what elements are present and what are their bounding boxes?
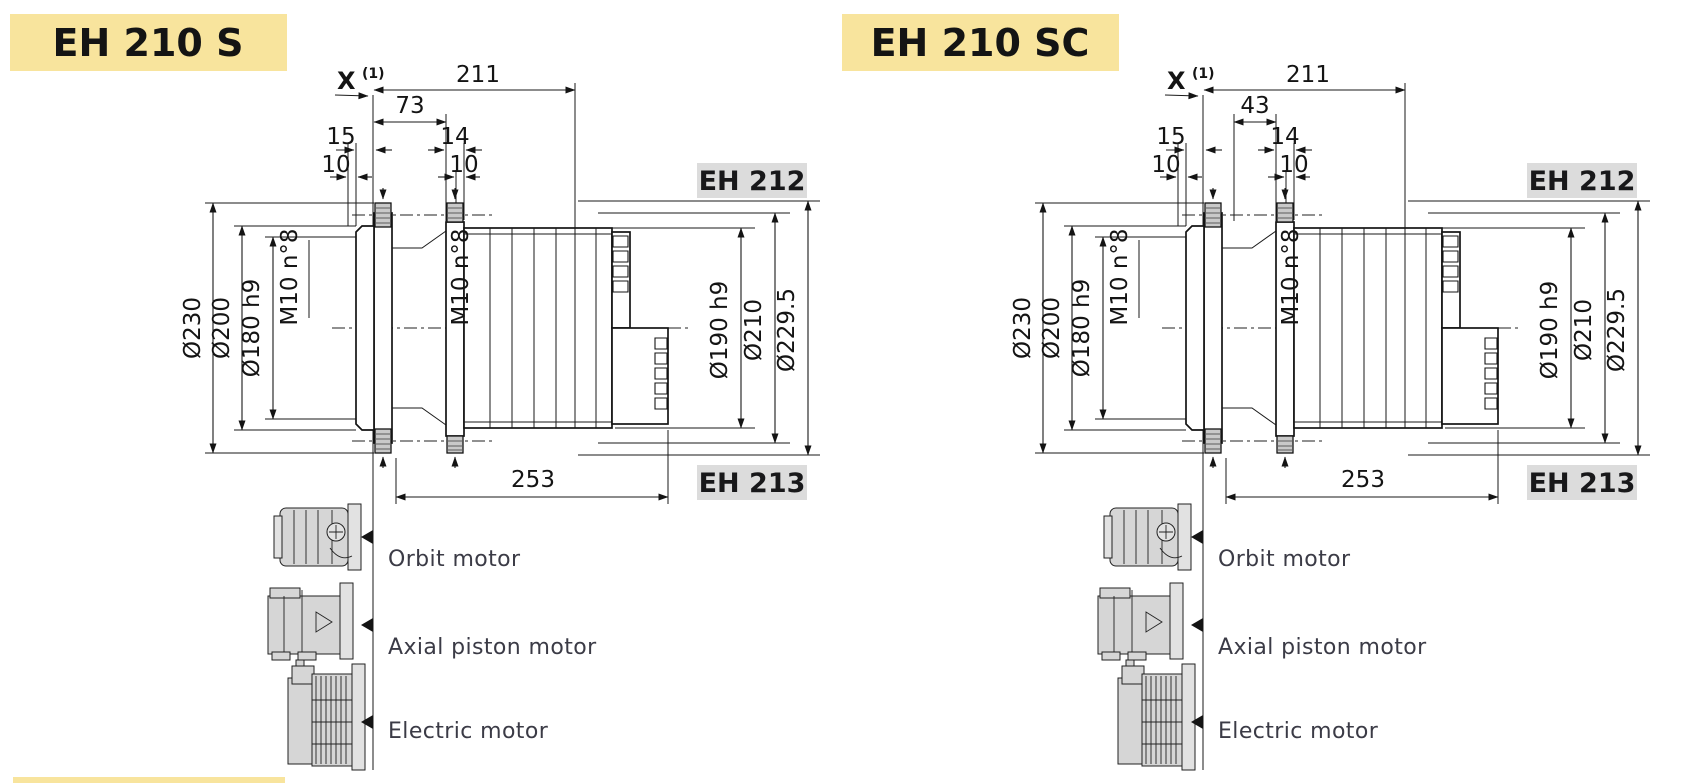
label-electric-motor: Electric motor — [1218, 719, 1379, 744]
dim-dia-180: Ø180 h9 — [1069, 279, 1095, 378]
next-section-banner-partial — [13, 777, 285, 783]
page-title: EH 210 S — [53, 21, 244, 65]
dim-body-length: 253 — [511, 467, 555, 493]
dim-overall-length: 211 — [1286, 62, 1330, 88]
dim-dia-200: Ø200 — [209, 297, 235, 359]
label-orbit-motor: Orbit motor — [388, 547, 521, 572]
ref-label-eh212: EH 212 — [1529, 166, 1636, 197]
page-title: EH 210 SC — [871, 21, 1090, 65]
label-orbit-motor: Orbit motor — [1218, 547, 1351, 572]
dim-dia-230: Ø230 — [180, 297, 206, 359]
dim-stud-left: 15 — [1156, 124, 1185, 150]
dim-depth-left: 10 — [321, 152, 350, 178]
pilot-dimension-line — [1233, 114, 1277, 221]
panel-eh210s: EH 210 S EH 212 EH 213 X (1) 211 73 15 1… — [0, 0, 830, 783]
dim-thread-right: M10 n°8 — [448, 228, 474, 325]
dim-dia-210: Ø210 — [741, 299, 767, 361]
dim-dia-190: Ø190 h9 — [707, 281, 733, 380]
model-banner — [10, 14, 287, 71]
label-axial-piston-motor: Axial piston motor — [1218, 635, 1427, 660]
dim-dia-200: Ø200 — [1039, 297, 1065, 359]
dim-thread-left: M10 n°8 — [1107, 228, 1133, 325]
dim-thread-left: M10 n°8 — [277, 228, 303, 325]
x-reference-label: X — [1167, 67, 1186, 95]
x-reference-label: X — [337, 67, 356, 95]
dim-dia-229-5: Ø229.5 — [1604, 288, 1630, 372]
dim-pilot-length: 43 — [1240, 93, 1269, 119]
dim-dia-190: Ø190 h9 — [1537, 281, 1563, 380]
ref-label-eh212: EH 212 — [699, 166, 806, 197]
dim-body-length: 253 — [1341, 467, 1385, 493]
dim-stud-left: 15 — [326, 124, 355, 150]
dim-dia-180: Ø180 h9 — [239, 279, 265, 378]
dim-depth-right: 10 — [449, 152, 478, 178]
label-electric-motor: Electric motor — [388, 719, 549, 744]
dim-dia-210: Ø210 — [1571, 299, 1597, 361]
dim-depth-right: 10 — [1279, 152, 1308, 178]
dim-dia-230: Ø230 — [1010, 297, 1036, 359]
ref-label-eh213: EH 213 — [1529, 468, 1636, 499]
dim-dia-229-5: Ø229.5 — [774, 288, 800, 372]
ref-label-eh213: EH 213 — [699, 468, 806, 499]
dim-depth-left: 10 — [1151, 152, 1180, 178]
x-reference-superscript: (1) — [362, 66, 385, 82]
dim-overall-length: 211 — [456, 62, 500, 88]
x-reference-superscript: (1) — [1192, 66, 1215, 82]
dim-stud-right: 14 — [440, 124, 469, 150]
dim-thread-right: M10 n°8 — [1278, 228, 1304, 325]
label-axial-piston-motor: Axial piston motor — [388, 635, 597, 660]
model-banner — [842, 14, 1119, 71]
panel-eh210sc: EH 210 SC EH 212 EH 213 X (1) 211 43 15 … — [830, 0, 1660, 783]
dim-stud-right: 14 — [1270, 124, 1299, 150]
dim-pilot-length: 73 — [395, 93, 424, 119]
